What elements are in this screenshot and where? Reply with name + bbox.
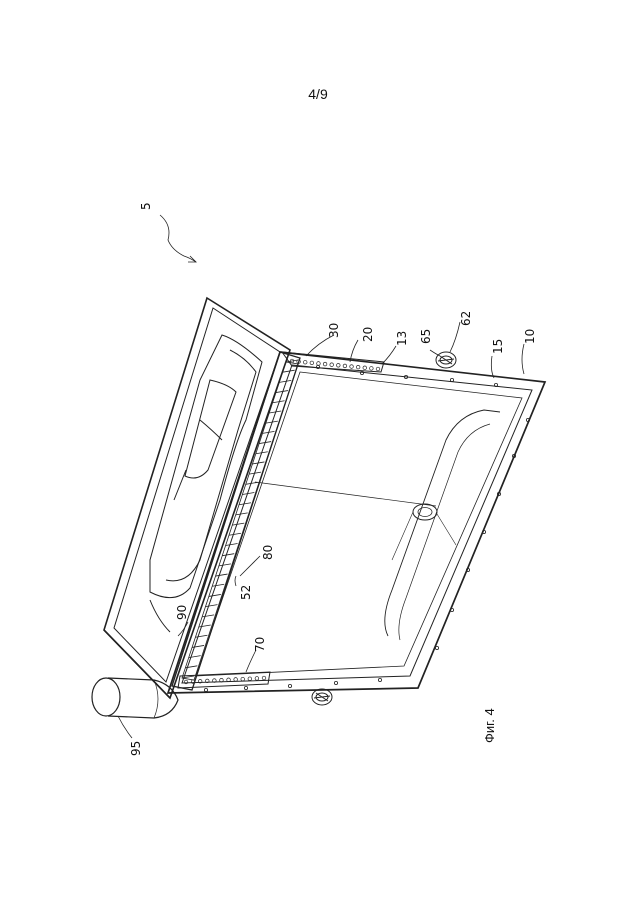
label-95: 95: [129, 741, 143, 756]
label-80: 80: [261, 545, 275, 560]
rail-rib: [232, 523, 244, 525]
rail-rib: [202, 615, 214, 617]
label-65: 65: [419, 329, 433, 344]
rail-rib: [242, 493, 254, 495]
band-hole: [317, 362, 321, 366]
band-hole: [330, 363, 334, 367]
bottom-band: [178, 672, 270, 688]
band-hole: [370, 367, 374, 371]
rail-rib: [209, 594, 221, 596]
label-13: 13: [395, 331, 409, 346]
label-5: 5: [139, 202, 153, 210]
label-15: 15: [491, 339, 505, 354]
rail-rib: [205, 605, 217, 607]
label-90: 90: [175, 605, 189, 620]
knob-right: [436, 352, 456, 368]
rail-rib: [222, 554, 234, 556]
rail-rib: [216, 574, 228, 576]
rail-rib: [192, 645, 204, 647]
rail-rib: [189, 656, 201, 658]
band-hole: [337, 364, 341, 368]
band-hole: [241, 677, 245, 681]
rail-ribs: [182, 360, 298, 678]
band-hole: [343, 364, 347, 368]
knob-left: [312, 689, 332, 705]
rail-rib: [239, 503, 251, 505]
rail-strip: [172, 352, 300, 690]
rail-rib: [236, 513, 248, 515]
label-62: 62: [459, 311, 473, 326]
figure-caption: Фиг. 4: [482, 683, 502, 743]
pipe-stub: [92, 678, 178, 718]
band-hole: [234, 678, 238, 682]
rail-rib: [219, 564, 231, 566]
label-70: 70: [253, 637, 267, 652]
label-20: 20: [361, 327, 375, 342]
band-hole: [255, 677, 259, 681]
rail-rib: [199, 625, 211, 627]
rail-rib: [283, 370, 295, 372]
reference-labels: 5 30 20 13 65 62 15 10 80 52 90 70 95: [129, 202, 537, 756]
rail-rib: [276, 391, 288, 393]
band-hole: [323, 362, 327, 366]
rail-rib: [195, 635, 207, 637]
label-52: 52: [239, 585, 253, 600]
band-hole: [350, 365, 354, 369]
band-hole: [363, 366, 367, 370]
band-hole: [376, 367, 380, 371]
rail-rib: [279, 380, 291, 382]
rail-rib: [229, 533, 241, 535]
label-10: 10: [523, 329, 537, 344]
band-hole: [262, 676, 266, 680]
band-hole: [310, 361, 314, 365]
rail-rib: [212, 584, 224, 586]
band-hole: [248, 677, 252, 681]
band-hole: [356, 365, 360, 369]
rail-rib: [226, 543, 238, 545]
band-hole: [303, 360, 307, 364]
label-30: 30: [327, 323, 341, 338]
